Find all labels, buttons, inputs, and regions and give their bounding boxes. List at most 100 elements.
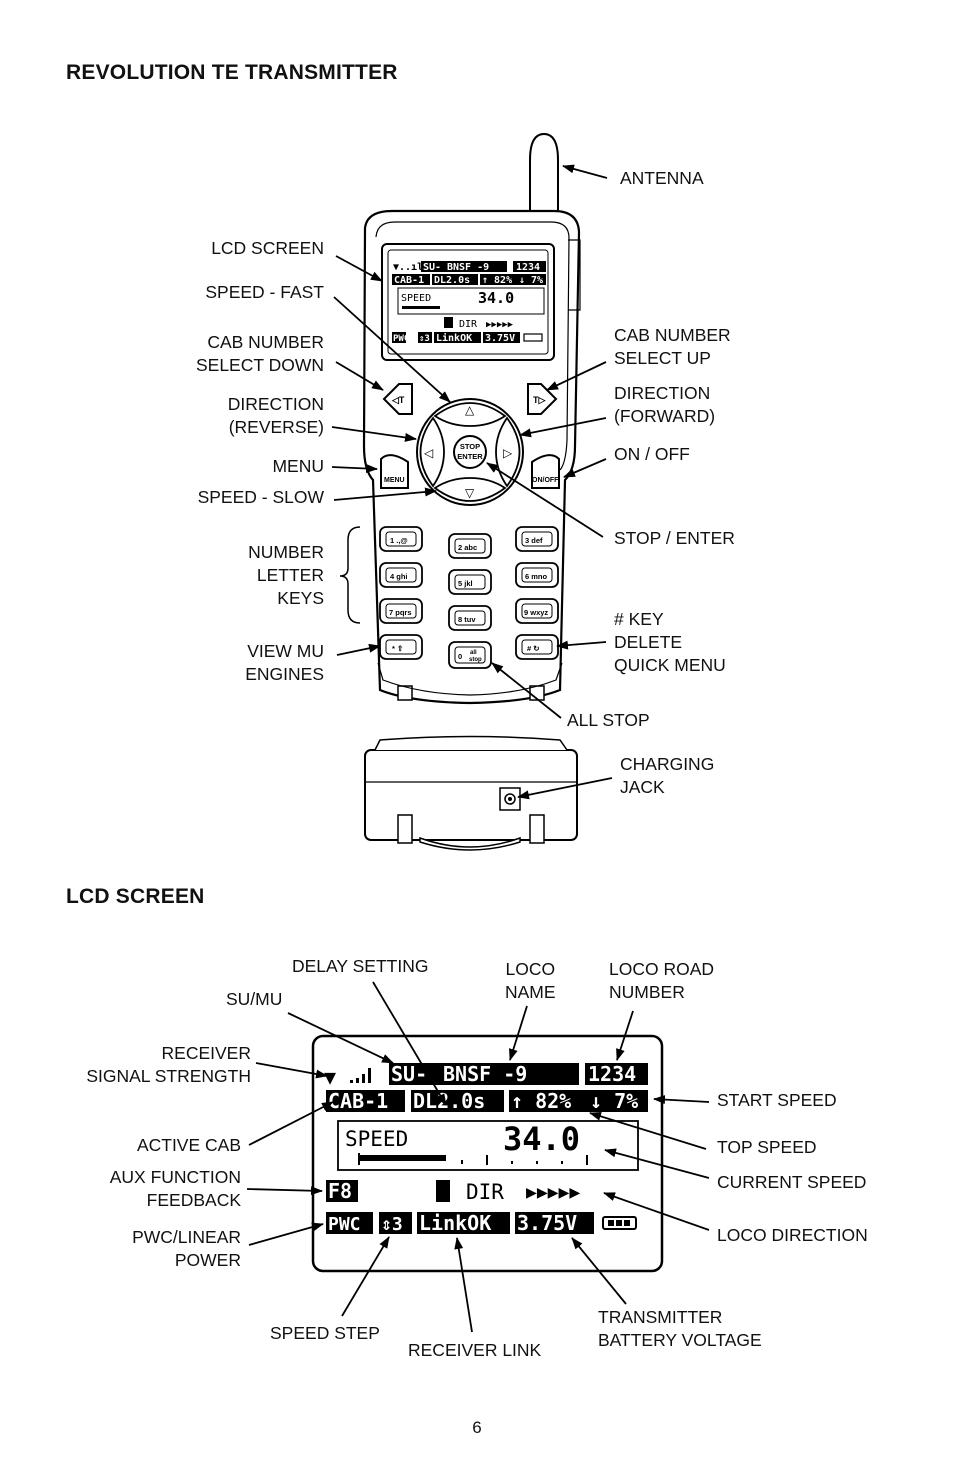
svg-text:LinkOK: LinkOK: [436, 332, 472, 344]
svg-text:3.75V: 3.75V: [485, 333, 515, 344]
label-lcd-screen: LCD SCREEN: [211, 238, 324, 258]
number-keys-brace: [339, 526, 361, 624]
label-current-speed: CURRENT SPEED: [717, 1172, 867, 1192]
label-aux-function: AUX FUNCTION FEEDBACK: [109, 1167, 241, 1210]
label-cab-down: CAB NUMBER SELECT DOWN: [195, 332, 324, 375]
svg-text:all: all: [470, 650, 477, 656]
label-view-mu: VIEW MU ENGINES: [245, 641, 324, 684]
dir-label: DIR: [466, 1180, 504, 1204]
loco-name: BNSF -9: [443, 1062, 527, 1086]
svg-text:# ↻: # ↻: [527, 644, 540, 653]
label-on-off: ON / OFF: [614, 444, 690, 464]
svg-text:PWC: PWC: [393, 334, 409, 344]
svg-text:34.0: 34.0: [478, 289, 514, 307]
label-loco-direction: LOCO DIRECTION: [717, 1225, 868, 1245]
svg-text:▽: ▽: [465, 486, 475, 500]
delay-setting: DL2.0s: [413, 1089, 485, 1113]
pwc-linear-power: PWC: [328, 1214, 361, 1235]
svg-text:1 .,@: 1 .,@: [390, 536, 408, 545]
label-battery-voltage: TRANSMITTER BATTERY VOLTAGE: [598, 1307, 762, 1350]
label-receiver-signal: RECEIVER SIGNAL STRENGTH: [86, 1043, 251, 1086]
svg-text:6 mno: 6 mno: [525, 572, 548, 581]
svg-text:9 wxyz: 9 wxyz: [524, 608, 548, 617]
label-number-keys: NUMBER LETTER KEYS: [248, 542, 324, 608]
label-hash-key: # KEY DELETE QUICK MENU: [614, 609, 726, 675]
antenna: [529, 132, 559, 214]
label-dir-forward: DIRECTION (FORWARD): [614, 383, 716, 426]
svg-text:▼..ıl: ▼..ıl: [393, 262, 423, 273]
menu-button: [380, 454, 409, 489]
svg-text:2 abc: 2 abc: [458, 543, 477, 552]
svg-text:DL2.0s: DL2.0s: [434, 275, 470, 286]
label-charging-jack: CHARGING JACK: [620, 754, 715, 797]
svg-text:SU-: SU-: [423, 262, 441, 273]
onoff-button: [531, 454, 560, 489]
svg-text:stop: stop: [469, 657, 482, 663]
label-cab-up: CAB NUMBER SELECT UP: [614, 325, 731, 368]
speed-label: SPEED: [345, 1127, 408, 1151]
label-pwc-linear: PWC/LINEAR POWER: [132, 1227, 241, 1270]
svg-text:◁: ◁: [424, 446, 434, 460]
speed-step: ⇕3: [381, 1214, 403, 1235]
label-su-mu: SU/MU: [226, 989, 283, 1009]
svg-text:8 tuv: 8 tuv: [458, 615, 476, 624]
svg-text:T▷: T▷: [533, 395, 546, 405]
label-delay-setting: DELAY SETTING: [292, 956, 429, 976]
svg-text:◁T: ◁T: [391, 395, 405, 405]
battery-icon: [602, 1216, 637, 1230]
active-cab: CAB-1: [328, 1089, 388, 1113]
svg-text:7 pqrs: 7 pqrs: [389, 608, 412, 617]
page-number: 6: [472, 1418, 482, 1437]
label-receiver-link: RECEIVER LINK: [408, 1340, 542, 1360]
svg-text:1234: 1234: [516, 262, 540, 273]
svg-text:▼: ▼: [324, 1065, 336, 1089]
loco-direction: ▶▶▶▶▶: [526, 1182, 580, 1203]
svg-text:DIR: DIR: [459, 319, 478, 330]
label-all-stop: ALL STOP: [567, 710, 650, 730]
label-top-speed: TOP SPEED: [717, 1137, 817, 1157]
label-menu: MENU: [272, 456, 324, 476]
svg-text:ENTER: ENTER: [457, 452, 483, 461]
stop-enter-key: [453, 435, 487, 469]
loco-road-number: 1234: [588, 1062, 636, 1086]
label-speed-slow: SPEED - SLOW: [197, 487, 324, 507]
cab-up-button: [527, 383, 558, 415]
battery-voltage: 3.75V: [517, 1211, 577, 1235]
svg-text:▶▶▶▶▶: ▶▶▶▶▶: [486, 320, 514, 330]
dir-reverse-key: [419, 416, 445, 488]
transmitter-bottom-view: [364, 749, 578, 841]
svg-text:↓ 7%: ↓ 7%: [519, 275, 543, 286]
transmitter-heading: REVOLUTION TE TRANSMITTER: [66, 61, 398, 84]
label-loco-name: LOCO NAME: [505, 959, 556, 1002]
aux-function-feedback: F8: [328, 1179, 352, 1203]
svg-text:4 ghi: 4 ghi: [390, 572, 408, 581]
label-loco-road-number: LOCO ROAD NUMBER: [609, 959, 715, 1002]
svg-text:BNSF -9: BNSF -9: [447, 262, 489, 273]
svg-text:⇕3: ⇕3: [419, 334, 430, 344]
svg-text:0: 0: [458, 652, 462, 661]
label-dir-reverse: DIRECTION (REVERSE): [227, 394, 324, 437]
receiver-link: LinkOK: [419, 1211, 491, 1235]
svg-text:* ⇧: * ⇧: [392, 644, 403, 653]
speed-slow-key: [433, 477, 507, 502]
svg-text:STOP: STOP: [460, 442, 480, 451]
label-stop-enter: STOP / ENTER: [614, 528, 735, 548]
label-active-cab: ACTIVE CAB: [136, 1135, 241, 1155]
svg-text:MENU: MENU: [384, 477, 405, 484]
top-speed: ↑ 82%: [511, 1089, 571, 1113]
current-speed: 34.0: [503, 1120, 580, 1158]
svg-text:3 def: 3 def: [525, 536, 543, 545]
label-speed-fast: SPEED - FAST: [205, 282, 324, 302]
su-mu-indicator: SU-: [391, 1062, 427, 1086]
label-start-speed: START SPEED: [717, 1090, 837, 1110]
svg-text:▷: ▷: [503, 446, 513, 460]
speed-fast-key: [433, 402, 507, 427]
speed-bar: [358, 1153, 588, 1165]
label-antenna: ANTENNA: [620, 168, 704, 188]
svg-text:CAB-1: CAB-1: [394, 275, 424, 286]
cab-down-button: [382, 383, 413, 415]
svg-text:SPEED: SPEED: [401, 293, 431, 304]
svg-text:5 jkl: 5 jkl: [458, 579, 473, 588]
svg-text:△: △: [465, 403, 475, 417]
